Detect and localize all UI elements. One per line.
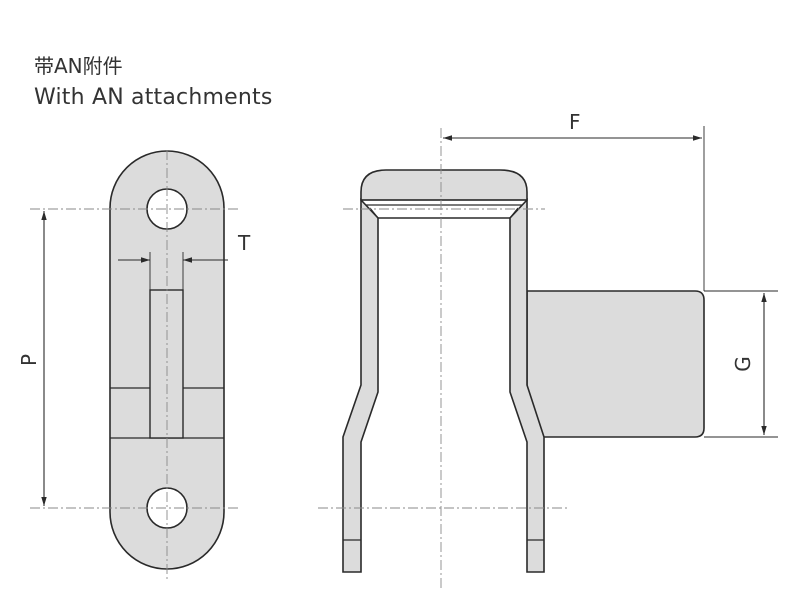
left-leg: [342, 197, 379, 573]
bent-top-cap: [360, 169, 528, 201]
title-english: With AN attachments: [34, 85, 273, 110]
inner-bend-line: [361, 199, 527, 219]
attachment-slot: [149, 289, 184, 439]
dimension-p-label: P: [17, 354, 41, 366]
side-view-link-plate: P T: [17, 150, 251, 580]
right-leg: [509, 197, 545, 573]
dimension-g-label: G: [731, 356, 755, 372]
front-view-attachment: F G: [318, 110, 778, 590]
title-chinese: 带AN附件: [34, 54, 123, 78]
dimension-f-label: F: [569, 110, 581, 134]
attachment-wing: [526, 290, 705, 438]
dimension-t-label: T: [237, 231, 251, 255]
